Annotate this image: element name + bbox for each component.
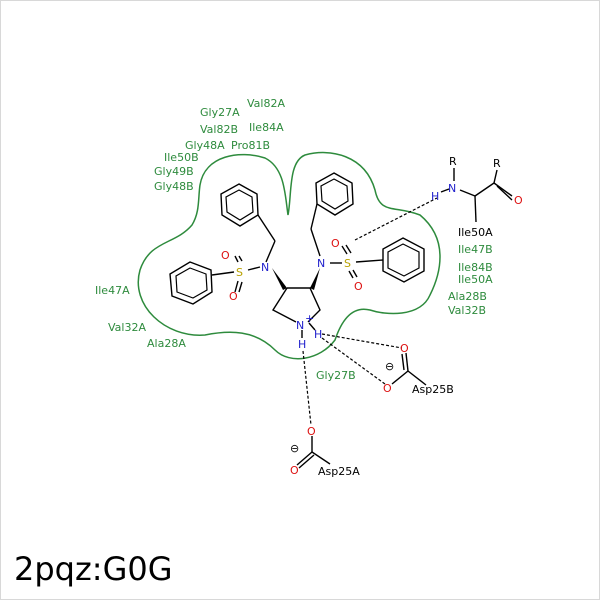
residue-label-ile50b: Ile50B: [164, 151, 199, 164]
residue-label-ile84b: Ile84B: [458, 261, 493, 274]
atom-s-right: S: [344, 257, 351, 270]
atom-plus-charge: +: [305, 312, 314, 325]
wedge-bond-right: [310, 268, 320, 290]
bond: [296, 451, 313, 466]
bond: [234, 280, 239, 293]
bond: [298, 454, 315, 469]
phenyl-ring-left: [169, 261, 213, 305]
bond: [493, 182, 513, 197]
phenyl-ring-right: [382, 237, 425, 283]
bond: [247, 266, 261, 271]
bond: [211, 271, 235, 276]
bond: [496, 185, 513, 201]
atom-h-ile50a: H: [431, 190, 439, 203]
residue-label-gly49b: Gly49B: [154, 165, 194, 178]
hbond-asp25a: [302, 350, 312, 426]
atom-h-ring-down: H: [298, 338, 306, 351]
atom-o-right-bottom: O: [354, 280, 363, 293]
residue-label-ile84a: Ile84A: [249, 121, 284, 134]
residue-label-ile47a: Ile47A: [95, 284, 130, 297]
bond: [348, 270, 354, 279]
atom-s-left: S: [236, 266, 243, 279]
bond: [311, 451, 331, 465]
residue-label-gly27b: Gly27B: [316, 369, 356, 382]
residue-label-pro81b: Pro81B: [231, 139, 270, 152]
bond: [257, 214, 276, 242]
atom-r-n: R: [449, 155, 457, 168]
atom-n-ile50a: N: [448, 182, 456, 195]
bond: [310, 228, 321, 257]
residue-label-ile47b: Ile47B: [458, 243, 493, 256]
residue-label-gly48a: Gly48A: [185, 139, 225, 152]
bond: [352, 269, 358, 278]
bond: [238, 281, 243, 293]
bond: [355, 259, 384, 263]
binding-pocket-outline: [137, 151, 441, 360]
bond: [440, 188, 450, 193]
diagram-title: 2pqz:G0G: [14, 550, 173, 588]
bond: [310, 203, 318, 230]
phenyl-ring-top-left: [220, 183, 259, 227]
atom-n-ring: N: [296, 319, 304, 332]
residue-label-val32a: Val32A: [108, 321, 146, 334]
bond: [474, 182, 495, 197]
atom-minus-asp25a: ⊖: [290, 442, 299, 455]
atom-o-left-bottom: O: [229, 290, 238, 303]
bond: [234, 255, 239, 263]
residue-label-ala28b: Ala28B: [448, 290, 487, 303]
hbond-ile50a: [354, 197, 438, 241]
residue-label-gly48b: Gly48B: [154, 180, 194, 193]
atom-n-right: N: [317, 257, 325, 270]
atom-n-left: N: [261, 261, 269, 274]
partner-label-asp25b: Asp25B: [412, 383, 454, 396]
bond: [407, 370, 427, 386]
atom-o-asp25b-top: O: [400, 342, 409, 355]
pyrrolidine-ring: [271, 287, 321, 323]
wedge-bond-left: [272, 268, 287, 290]
bond: [474, 195, 477, 223]
atom-o-right-top: O: [331, 237, 340, 250]
atom-minus-asp25b: ⊖: [385, 360, 394, 373]
residue-label-val82a: Val82A: [247, 97, 285, 110]
hbond-asp25b-o2: [321, 337, 386, 385]
bond: [391, 370, 409, 385]
partner-label-asp25a: Asp25A: [318, 465, 360, 478]
bond: [493, 169, 498, 184]
atom-o-ile50a: O: [514, 194, 523, 207]
bond: [405, 352, 409, 372]
atom-r-c: R: [493, 157, 501, 170]
residue-label-ala28a: Ala28A: [147, 337, 186, 350]
residue-label-val82b: Val82B: [200, 123, 238, 136]
bond: [345, 244, 352, 254]
atom-o-asp25b-bottom: O: [383, 382, 392, 395]
residue-label-val32b: Val32B: [448, 304, 486, 317]
hbond-asp25b-o1: [321, 333, 403, 349]
atom-h-ring-right: H: [314, 328, 322, 341]
bond: [341, 245, 348, 255]
atom-o-left-top: O: [221, 249, 230, 262]
bond: [459, 189, 476, 197]
residue-label-gly27a: Gly27A: [200, 106, 240, 119]
bond: [308, 322, 316, 331]
residue-label-ile50a: Ile50A: [458, 273, 493, 286]
atom-o-asp25a-top: O: [307, 425, 316, 438]
phenyl-ring-top-right: [315, 172, 354, 216]
atom-o-asp25a-bottom: O: [290, 464, 299, 477]
bond: [265, 240, 276, 263]
bond: [401, 353, 405, 371]
partner-label-ile50a: Ile50A: [458, 226, 493, 239]
bond: [238, 255, 243, 262]
